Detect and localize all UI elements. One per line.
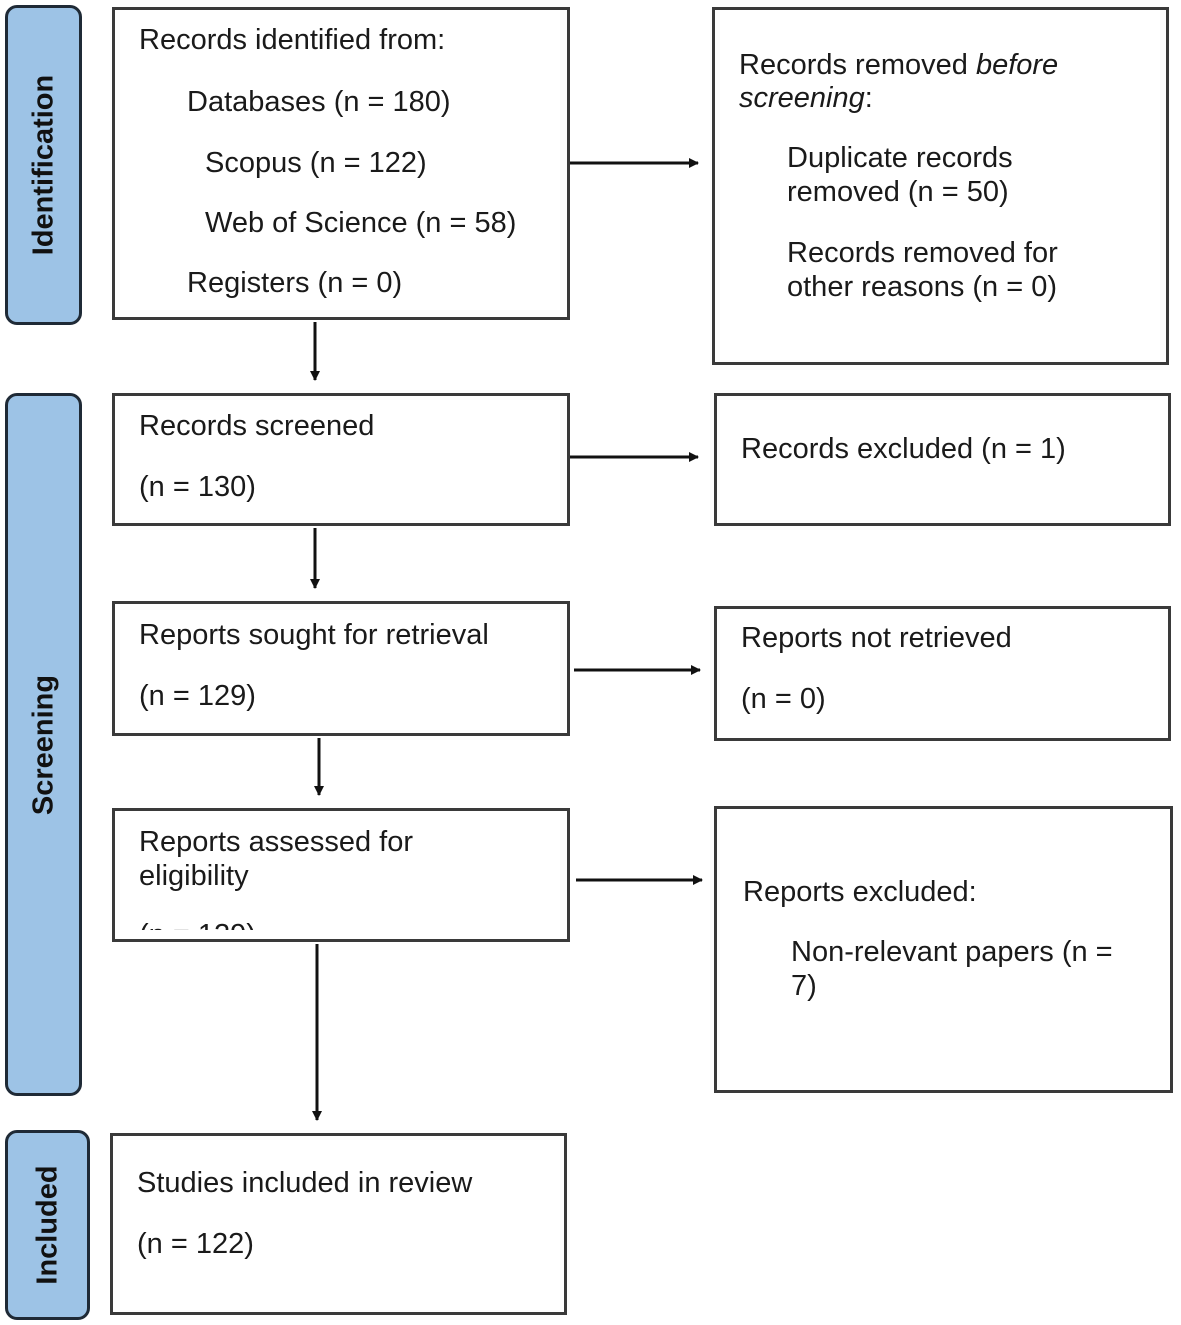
reports-sought-title: Reports sought for retrieval — [139, 619, 489, 651]
phase-screening: Screening — [5, 393, 82, 1096]
databases-count: Databases (n = 180) — [187, 86, 451, 118]
records-removed-box: Records removed before screening: Duplic… — [712, 7, 1169, 365]
records-removed-title-emphasis: before — [975, 49, 1059, 81]
duplicates-removed-line1: Duplicate records — [787, 142, 1013, 174]
records-removed-title-text: Records removed — [739, 49, 976, 81]
non-relevant-papers-line2: 7) — [791, 970, 817, 1002]
records-screened-box: Records screened (n = 130) — [112, 393, 570, 526]
reports-assessed-title-line1: Reports assessed for — [139, 826, 414, 858]
reports-not-retrieved-count: (n = 0) — [741, 683, 826, 715]
other-reasons-line1: Records removed for — [787, 237, 1058, 269]
reports-not-retrieved-title: Reports not retrieved — [741, 622, 1012, 654]
records-removed-title-line2: screening: — [739, 82, 873, 115]
studies-included-title: Studies included in review — [137, 1167, 473, 1199]
reports-assessed-count: (n = 129) — [139, 919, 256, 930]
reports-sought-box: Reports sought for retrieval (n = 129) — [112, 601, 570, 736]
reports-assessed-count-clip: (n = 129) — [139, 919, 439, 930]
other-reasons-line2: other reasons (n = 0) — [787, 271, 1058, 303]
studies-included-count: (n = 122) — [137, 1228, 254, 1260]
records-excluded-count: Records excluded (n = 1) — [741, 433, 1066, 465]
duplicates-removed-line2: removed (n = 50) — [787, 176, 1009, 208]
phase-included: Included — [5, 1130, 90, 1320]
reports-excluded-box: Reports excluded: Non-relevant papers (n… — [714, 806, 1173, 1093]
records-identified-box: Records identified from: Databases (n = … — [112, 7, 570, 320]
records-removed-title: Records removed before — [739, 49, 1058, 82]
phase-identification: Identification — [5, 5, 82, 325]
records-removed-title-colon: : — [864, 82, 873, 114]
non-relevant-papers-line1: Non-relevant papers (n = — [791, 936, 1113, 968]
records-screened-count: (n = 130) — [139, 471, 256, 503]
records-excluded-box: Records excluded (n = 1) — [714, 393, 1171, 526]
reports-assessed-title-line2: eligibility — [139, 860, 249, 892]
web-of-science-count: Web of Science (n = 58) — [205, 207, 517, 239]
reports-not-retrieved-box: Reports not retrieved (n = 0) — [714, 606, 1171, 741]
scopus-count: Scopus (n = 122) — [205, 147, 427, 179]
records-identified-title: Records identified from: — [139, 24, 446, 56]
registers-count: Registers (n = 0) — [187, 267, 403, 299]
studies-included-box: Studies included in review (n = 122) — [110, 1133, 567, 1315]
reports-excluded-title: Reports excluded: — [743, 876, 977, 908]
records-screened-title: Records screened — [139, 410, 375, 442]
reports-sought-count: (n = 129) — [139, 680, 256, 712]
reports-assessed-box: Reports assessed for eligibility (n = 12… — [112, 808, 570, 942]
records-removed-title-screening: screening — [739, 82, 865, 114]
